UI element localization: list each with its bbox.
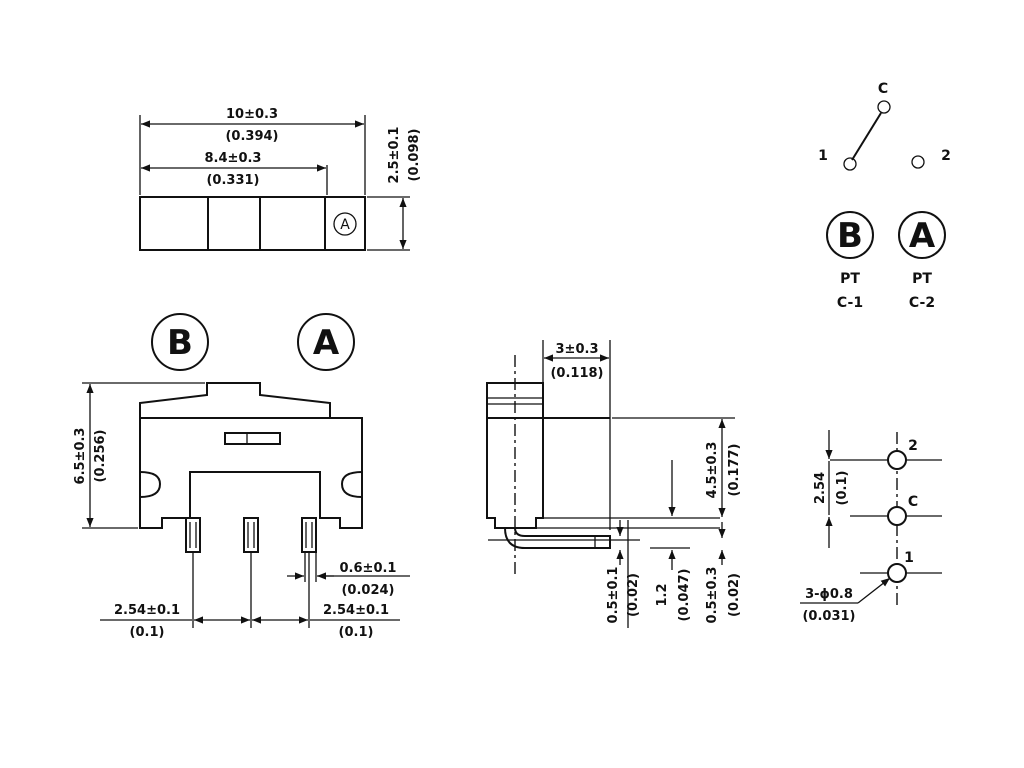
schematic-a-line2: C-2 — [909, 295, 935, 311]
inner-width-dim: 8.4±0.3 — [205, 151, 262, 166]
schematic-pin-1-label: 1 — [818, 148, 828, 164]
schematic-contact — [851, 112, 882, 161]
front-view: B A 6.5±0.3 (0.256) 0.6±0. — [73, 313, 410, 640]
inner-width-inch: (0.331) — [206, 173, 259, 188]
actuator-slot — [224, 432, 281, 445]
front-b-circle — [151, 313, 209, 371]
schematic-pin-c-label: C — [878, 81, 888, 97]
pin-width-dim: 0.6±0.1 — [340, 561, 397, 576]
side-dim-c: 0.5±0.3 — [705, 567, 720, 624]
footprint-pin-c-label: C — [908, 494, 918, 510]
schematic-pin-2-label: 2 — [941, 148, 951, 164]
schematic-pin-2 — [911, 155, 925, 169]
schematic-pin-c — [877, 100, 891, 114]
schematic-pin-1 — [843, 157, 857, 171]
switch-body — [139, 382, 363, 529]
overall-width-dim: 10±0.3 — [226, 107, 278, 122]
schematic: C 1 2 B A PT C-1 PT C-2 — [818, 81, 951, 311]
side-width-inch: (0.118) — [550, 366, 603, 381]
footprint-pin-2-label: 2 — [908, 438, 918, 454]
schematic-a-circle — [898, 211, 946, 259]
side-dim-b: 1.2 — [655, 583, 670, 606]
footprint: 2 C 1 2.54 (0.1) 3-ϕ0.8 (0.031) — [800, 430, 942, 624]
footprint-hole-dim: 3-ϕ0.8 — [805, 587, 853, 602]
side-width-dim: 3±0.3 — [556, 342, 599, 357]
footprint-hole-c — [887, 506, 907, 526]
footprint-hole-1 — [887, 563, 907, 583]
schematic-a-label: A — [909, 216, 936, 256]
marker-a-circle — [333, 212, 357, 236]
footprint-pitch-inch: (0.1) — [835, 471, 850, 506]
pitch-left-dim: 2.54±0.1 — [114, 603, 180, 618]
footprint-hole-2 — [887, 450, 907, 470]
pin-right — [301, 517, 317, 553]
schematic-a-line1: PT — [912, 271, 932, 287]
front-a-circle — [297, 313, 355, 371]
side-height-dim: 4.5±0.3 — [705, 442, 720, 499]
front-height-inch: (0.256) — [93, 429, 108, 482]
schematic-b-line1: PT — [840, 271, 860, 287]
top-height-inch: (0.098) — [407, 128, 422, 181]
schematic-b-label: B — [837, 216, 863, 256]
marker-a-label: A — [340, 217, 350, 233]
side-view: 3±0.3 (0.118) 4.5±0.3 (0.177) 0.5±0.1 (0… — [486, 340, 742, 628]
side-dim-a: 0.5±0.1 — [606, 567, 621, 624]
footprint-pitch: 2.54 — [813, 472, 828, 504]
overall-width-inch: (0.394) — [225, 129, 278, 144]
schematic-b-circle — [826, 211, 874, 259]
side-lead — [504, 527, 611, 549]
top-height-dim: 2.5±0.1 — [387, 127, 402, 184]
footprint-pin-1-label: 1 — [904, 550, 914, 566]
side-dim-a-inch: (0.02) — [626, 573, 641, 617]
side-height-inch: (0.177) — [727, 443, 742, 496]
top-view: A 10±0.3 (0.394) 8.4±0.3 (0.331) 2.5±0.1… — [139, 107, 422, 251]
pitch-right-inch: (0.1) — [339, 625, 374, 640]
front-a-label: A — [313, 323, 340, 363]
side-dim-c-inch: (0.02) — [727, 573, 742, 617]
front-height-dim: 6.5±0.3 — [73, 428, 88, 485]
pin-left — [185, 517, 201, 553]
pitch-left-inch: (0.1) — [130, 625, 165, 640]
side-actuator — [486, 382, 544, 419]
schematic-b-line2: C-1 — [837, 295, 863, 311]
front-b-label: B — [167, 323, 193, 363]
side-dim-b-inch: (0.047) — [677, 568, 692, 621]
footprint-hole-inch: (0.031) — [802, 609, 855, 624]
pitch-right-dim: 2.54±0.1 — [323, 603, 389, 618]
pin-center — [243, 517, 259, 553]
pin-width-inch: (0.024) — [341, 583, 394, 598]
